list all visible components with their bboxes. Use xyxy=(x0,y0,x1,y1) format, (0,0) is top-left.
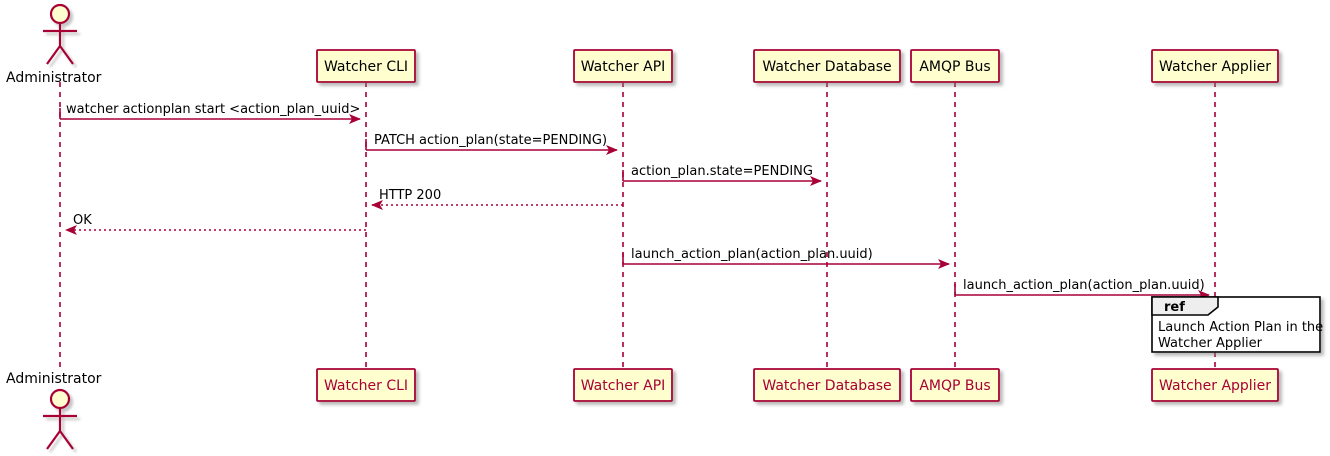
participant-rect-watcher-database-bottom xyxy=(753,368,901,402)
actor-label-administrator-bottom: Administrator xyxy=(6,371,102,387)
message-watcher-actionplan-start[interactable]: watcher actionplan start <action_plan_uu… xyxy=(59,102,361,124)
actor-label-administrator-top: Administrator xyxy=(6,70,102,86)
message-http-200[interactable]: HTTP 200 xyxy=(371,188,623,210)
participant-label-watcher-cli-top: Watcher CLI xyxy=(324,59,408,75)
ref-fragment-line-1: Launch Action Plan in the xyxy=(1158,320,1323,335)
participant-label-amqp-bus-bottom: AMQP Bus xyxy=(919,378,990,394)
message-label-patch-action-plan: PATCH action_plan(state=PENDING) xyxy=(374,133,607,148)
participant-rect-amqp-bus-top xyxy=(910,49,1000,83)
participant-label-watcher-applier-bottom: Watcher Applier xyxy=(1159,378,1271,394)
ref-fragment-tab xyxy=(1151,296,1219,316)
actor-administrator-top[interactable]: Administrator xyxy=(6,3,102,86)
participant-rect-watcher-applier-top xyxy=(1151,49,1279,83)
actor-icon-bottom xyxy=(43,388,77,450)
message-ok[interactable]: OK xyxy=(65,213,366,235)
participant-rect-watcher-cli-top xyxy=(316,49,416,83)
participant-box-watcher-applier-bottom[interactable]: Watcher Applier xyxy=(1151,368,1279,402)
participant-box-watcher-api-bottom[interactable]: Watcher API xyxy=(573,368,673,402)
participant-box-watcher-cli-top[interactable]: Watcher CLI xyxy=(316,49,416,83)
participant-rect-watcher-applier-bottom xyxy=(1151,368,1279,402)
message-label-watcher-actionplan-start: watcher actionplan start <action_plan_uu… xyxy=(66,102,360,117)
message-label-launch-action-plan-bus-to-applier: launch_action_plan(action_plan.uuid) xyxy=(963,278,1205,293)
participant-box-watcher-applier-top[interactable]: Watcher Applier xyxy=(1151,49,1279,83)
actor-administrator-bottom[interactable]: Administrator xyxy=(6,371,102,450)
participant-box-watcher-cli-bottom[interactable]: Watcher CLI xyxy=(316,368,416,402)
ref-fragment-line-2: Watcher Applier xyxy=(1158,336,1263,351)
participant-box-watcher-database-bottom[interactable]: Watcher Database xyxy=(753,368,901,402)
actor-icon-top xyxy=(43,3,77,65)
participant-rect-watcher-api-top xyxy=(573,49,673,83)
participant-label-watcher-database-bottom: Watcher Database xyxy=(762,378,891,394)
message-label-ok: OK xyxy=(73,213,92,228)
ref-fragment[interactable]: ref Launch Action Plan in the Watcher Ap… xyxy=(1151,296,1323,353)
ref-fragment-tag-label: ref xyxy=(1164,300,1185,315)
participant-rect-watcher-api-bottom xyxy=(573,368,673,402)
participant-rect-watcher-cli-bottom xyxy=(316,368,416,402)
participant-rect-amqp-bus-bottom xyxy=(910,368,1000,402)
participant-box-amqp-bus-top[interactable]: AMQP Bus xyxy=(910,49,1000,83)
message-launch-action-plan-bus-to-applier[interactable]: launch_action_plan(action_plan.uuid) xyxy=(954,278,1210,300)
participant-box-watcher-api-top[interactable]: Watcher API xyxy=(573,49,673,83)
participant-label-amqp-bus-top: AMQP Bus xyxy=(919,59,990,75)
message-patch-action-plan[interactable]: PATCH action_plan(state=PENDING) xyxy=(365,133,618,155)
lifelines-layer xyxy=(59,82,1216,370)
message-label-http-200: HTTP 200 xyxy=(379,188,441,203)
message-label-launch-action-plan-api-to-bus: launch_action_plan(action_plan.uuid) xyxy=(631,247,873,262)
participant-rect-watcher-database-top xyxy=(753,49,901,83)
message-label-action-plan-state-pending: action_plan.state=PENDING xyxy=(631,164,813,179)
participant-label-watcher-api-bottom: Watcher API xyxy=(581,378,666,394)
participant-box-watcher-database-top[interactable]: Watcher Database xyxy=(753,49,901,83)
message-launch-action-plan-api-to-bus[interactable]: launch_action_plan(action_plan.uuid) xyxy=(622,247,950,269)
participant-box-amqp-bus-bottom[interactable]: AMQP Bus xyxy=(910,368,1000,402)
participant-label-watcher-cli-bottom: Watcher CLI xyxy=(324,378,408,394)
participant-label-watcher-applier-top: Watcher Applier xyxy=(1159,59,1271,75)
participant-label-watcher-database-top: Watcher Database xyxy=(762,59,891,75)
participant-label-watcher-api-top: Watcher API xyxy=(581,59,666,75)
message-action-plan-state-pending[interactable]: action_plan.state=PENDING xyxy=(622,164,822,186)
